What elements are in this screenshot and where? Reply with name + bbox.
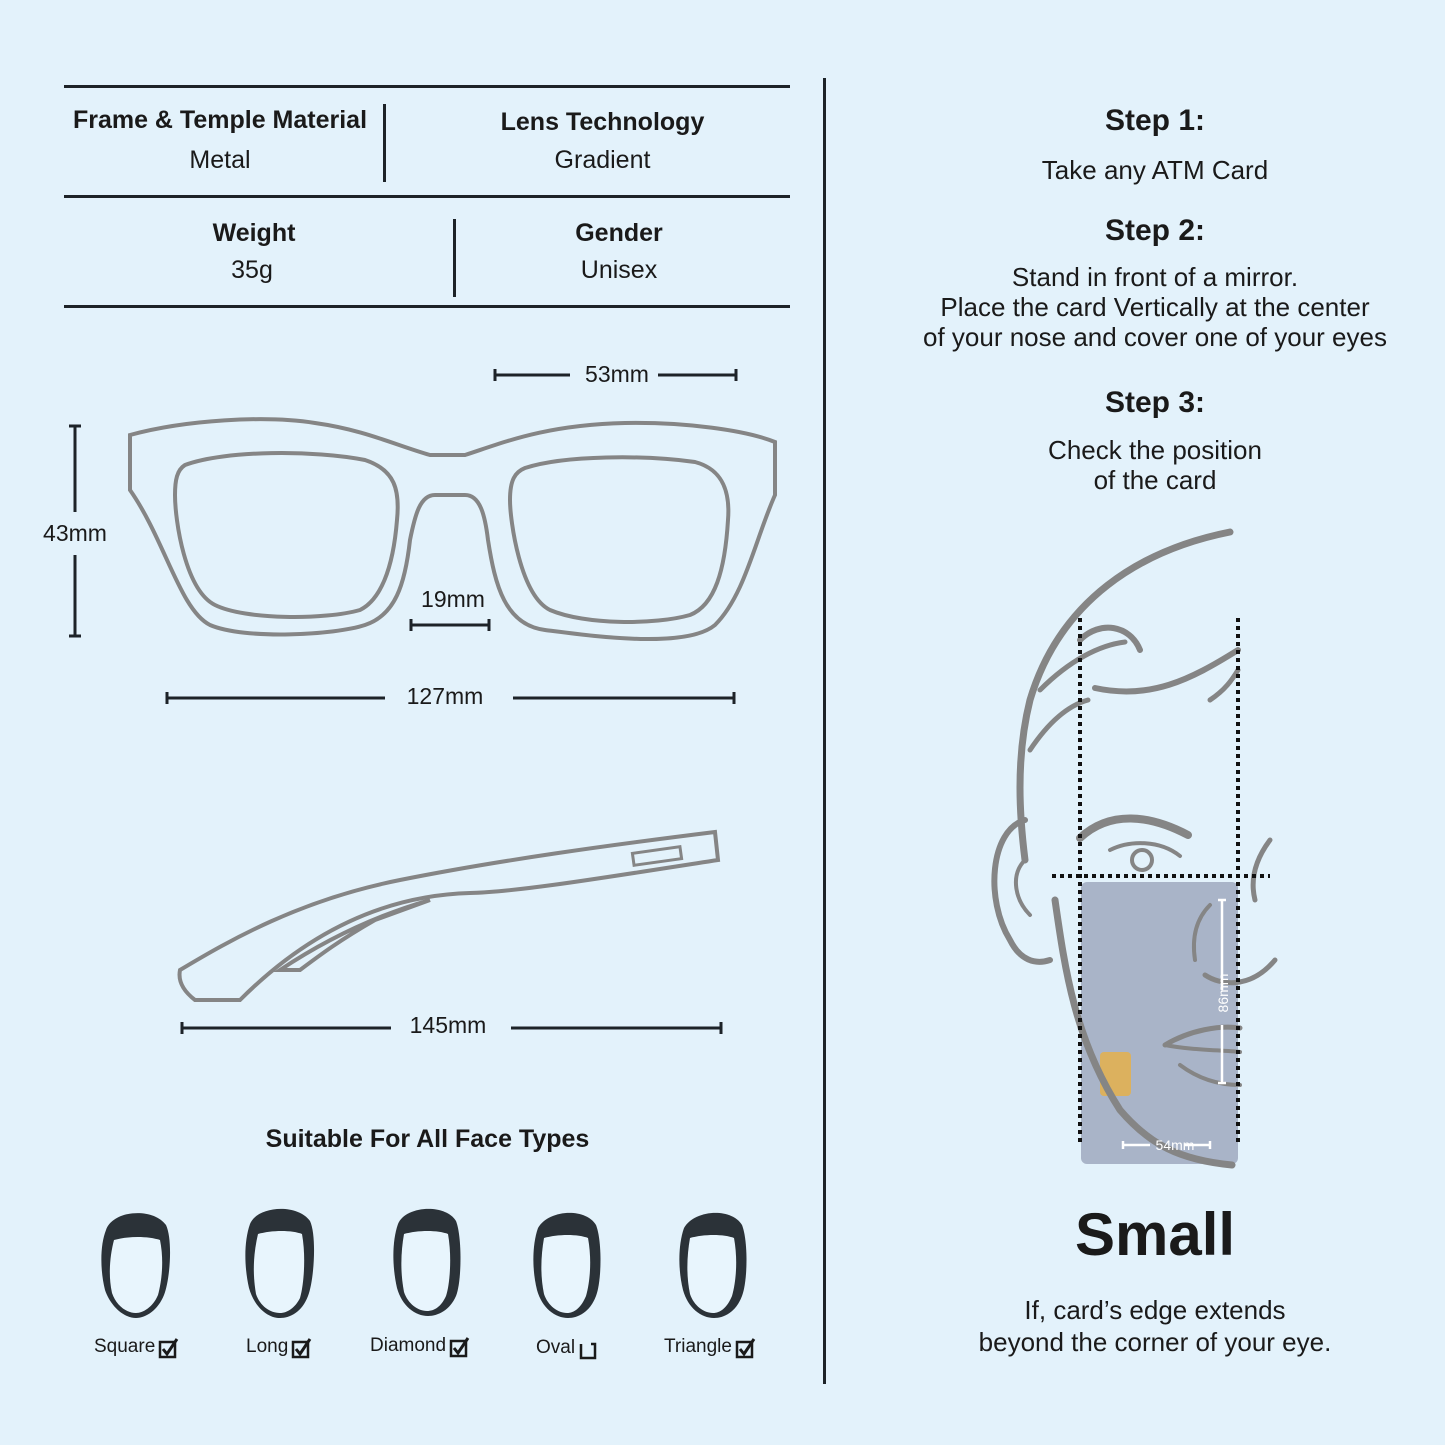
table-divider-bottom <box>64 305 790 308</box>
step-1-title: Step 1: <box>1104 104 1206 137</box>
step-1-text: Take any ATM Card <box>1041 155 1269 185</box>
spec-label-lens: Lens Technology <box>500 108 705 136</box>
result-size-title: Small <box>1074 1201 1236 1268</box>
lens-height-label: 43mm <box>43 520 107 546</box>
face-square-icon <box>101 1213 171 1318</box>
face-long-icon <box>245 1208 315 1318</box>
face-type-label: Long <box>246 1336 289 1357</box>
spec-label-gender: Gender <box>575 219 663 247</box>
step-3-title: Step 3: <box>1104 386 1206 419</box>
temple-length-dimension-line <box>180 1022 723 1034</box>
result-description: If, card’s edge extends beyond the corne… <box>880 1294 1430 1358</box>
spec-value-weight: 35g <box>231 256 273 284</box>
result-line: If, card’s edge extends <box>1024 1295 1286 1325</box>
step-2-text: Stand in front of a mirror. Place the ca… <box>880 262 1430 352</box>
bridge-width-dimension-line <box>409 619 491 631</box>
step-3-line: of the card <box>1093 465 1217 495</box>
frame-width-dimension-line <box>165 692 736 704</box>
face-diamond-icon <box>393 1208 461 1316</box>
atm-card <box>1081 882 1238 1164</box>
face-type-label: Oval <box>536 1337 576 1358</box>
face-type-label: Diamond <box>370 1335 447 1356</box>
result-line: beyond the corner of your eye. <box>978 1327 1332 1357</box>
step-3-line: Check the position <box>1048 435 1262 465</box>
face-type-long: Long <box>246 1336 312 1359</box>
card-width-label: 54mm <box>1155 1137 1195 1153</box>
lens-width-label: 53mm <box>585 361 649 387</box>
checkbox-checked-icon[interactable] <box>159 1338 179 1359</box>
table-divider-mid <box>64 195 790 198</box>
glasses-front-icon <box>128 417 777 642</box>
face-type-label: Square <box>94 1336 156 1357</box>
face-type-square: Square <box>94 1336 179 1359</box>
panel-divider <box>823 78 826 1384</box>
spec-value-lens: Gradient <box>554 146 651 174</box>
checkbox-checked-icon[interactable] <box>292 1338 312 1359</box>
lens-height-dimension-line <box>69 424 81 638</box>
spec-value-gender: Unisex <box>580 256 658 284</box>
face-sketch-icon <box>991 528 1278 1169</box>
temple-length-label: 145mm <box>409 1012 487 1038</box>
step-2-title: Step 2: <box>1104 214 1206 247</box>
checkbox-checked-icon[interactable] <box>449 1337 470 1358</box>
checkbox-checked-icon[interactable] <box>735 1338 756 1359</box>
frame-width-label: 127mm <box>406 683 484 709</box>
face-type-triangle: Triangle <box>664 1336 756 1359</box>
face-triangle-icon <box>679 1212 747 1318</box>
table-divider-v2 <box>453 219 456 297</box>
spec-value-material: Metal <box>189 146 251 174</box>
temple-arm-icon <box>177 829 721 1002</box>
checkbox-unchecked-icon[interactable] <box>579 1340 597 1360</box>
step-2-line: of your nose and cover one of your eyes <box>923 322 1387 352</box>
face-types-title: Suitable For All Face Types <box>265 1125 590 1153</box>
spec-label-weight: Weight <box>212 219 296 247</box>
lens-width-dimension-line <box>493 369 738 381</box>
step-2-line: Stand in front of a mirror. <box>1011 262 1299 292</box>
bridge-width-label: 19mm <box>421 586 485 612</box>
step-2-line: Place the card Vertically at the center <box>940 292 1370 322</box>
face-oval-icon <box>533 1212 601 1318</box>
face-type-oval: Oval <box>536 1337 597 1360</box>
table-divider-top <box>64 85 790 88</box>
face-type-diamond: Diamond <box>370 1335 470 1358</box>
step-3-text: Check the position of the card <box>880 435 1430 495</box>
table-divider-v1 <box>383 104 386 182</box>
face-type-label: Triangle <box>664 1336 732 1357</box>
card-height-label: 86mm <box>1215 973 1231 1013</box>
spec-label-material: Frame & Temple Material <box>72 106 368 134</box>
